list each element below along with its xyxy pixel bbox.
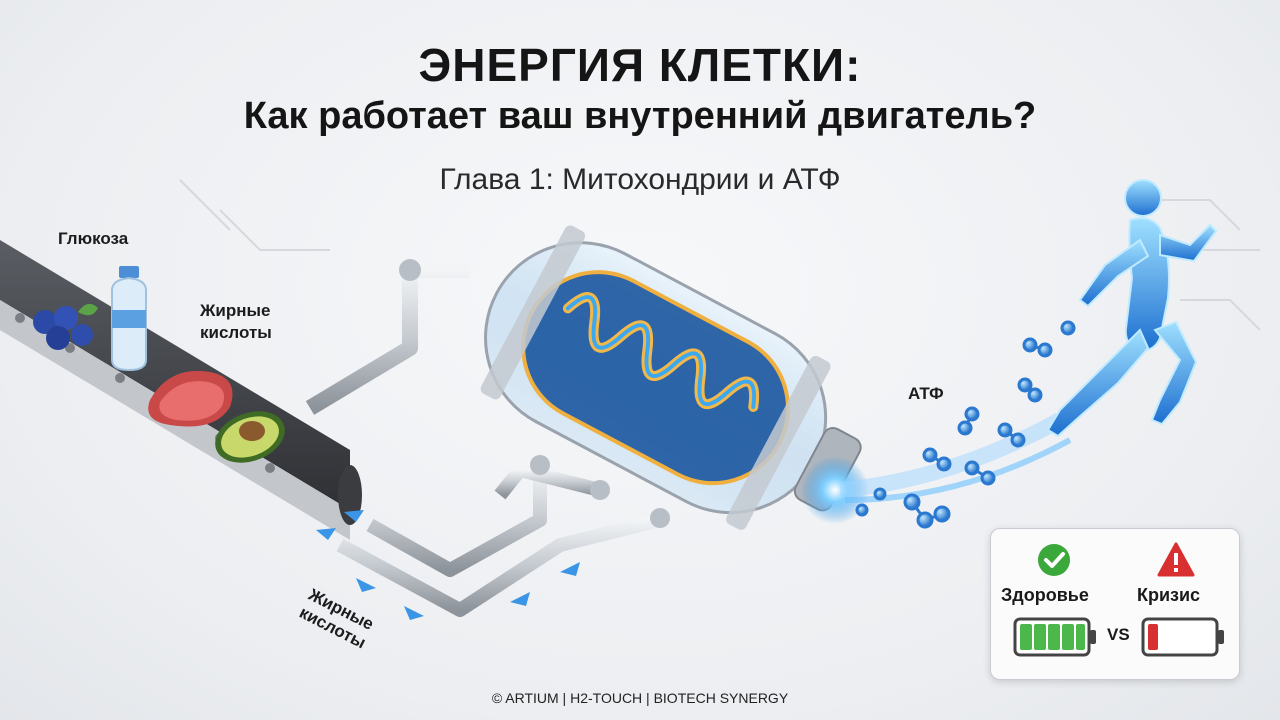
check-circle-icon — [1038, 544, 1070, 576]
crisis-label: Кризис — [1137, 585, 1201, 605]
main-title: ЭНЕРГИЯ КЛЕТКИ: — [418, 39, 862, 91]
full-battery-icon — [1013, 617, 1096, 657]
atp-label: АТФ — [908, 384, 944, 403]
chapter-subtitle: Глава 1: Митохондрии и АТФ — [439, 163, 841, 196]
warning-triangle-icon — [1157, 542, 1195, 577]
glucose-label: Глюкоза — [58, 229, 129, 248]
low-battery-icon — [1141, 617, 1224, 657]
atp-stream — [839, 320, 1076, 529]
flow-arrows — [316, 510, 580, 620]
runner-figure — [1046, 179, 1218, 438]
health-label: Здоровье — [1001, 585, 1089, 605]
blueberries-icon — [33, 303, 98, 350]
fatty-acids-top-line2: кислоты — [200, 323, 272, 342]
feed-pipes — [305, 259, 670, 617]
avocado-icon — [215, 411, 285, 463]
copyright-footer: © ARTIUM | H2-TOUCH | BIOTECH SYNERGY — [491, 690, 789, 706]
mitochondria-reactor — [480, 225, 869, 530]
fatty-acids-label-top: Жирные кислоты — [200, 300, 272, 344]
bottle-icon — [111, 266, 147, 372]
main-title-question: Как работает ваш внутренний двигатель? — [243, 95, 1037, 137]
steak-icon — [148, 370, 233, 427]
vs-label: VS — [1107, 625, 1130, 644]
status-panel: Здоровье Кризис VS — [990, 528, 1240, 680]
fatty-acids-top-line1: Жирные — [200, 301, 271, 320]
